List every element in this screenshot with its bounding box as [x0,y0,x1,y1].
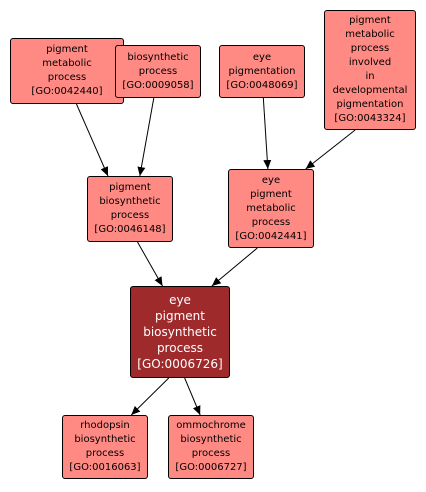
node-label-line: in [365,71,375,82]
node-label-line: [GO:0042440] [31,86,103,97]
node-label-line: pigment [46,44,88,55]
node-label-line: biosynthetic [74,434,136,445]
edge-arrow [184,377,201,416]
node-label-line: [GO:0016063] [69,462,141,473]
node-label-line: metabolic [246,202,296,214]
node-label-line: process [251,216,291,228]
node-label-line: process [47,72,87,83]
edge-arrow [211,247,258,287]
node-label-line: [GO:0009058] [122,79,194,91]
go-term-node[interactable]: ommochrome biosynthetic process [GO:0006727… [168,415,254,479]
node-label-line: [GO:0006727] [175,462,247,473]
node-label-line: rhodopsin [80,420,130,431]
node-label-line: pigment [349,15,391,26]
node-label-line: ommochrome [176,420,246,431]
go-term-node[interactable]: biosynthetic process [GO:0009058] [115,45,201,98]
node-label-line: pigment [155,309,205,323]
node-label-line: metabolic [345,29,395,40]
go-term-node[interactable]: pigment biosynthetic process [GO:0046148] [87,176,173,242]
node-label-line: biosynthetic [99,196,161,207]
node-label-line: eye [252,51,272,63]
edge-arrow [75,103,109,177]
node-label-line: biosynthetic [143,325,217,339]
go-term-node[interactable]: eye pigmentation [GO:0048069] [219,45,305,98]
node-label-line: metabolic [42,58,92,69]
node-label-line: process [85,448,125,459]
go-term-node[interactable]: rhodopsin biosynthetic process [GO:0016063] [62,415,148,479]
edge-arrow [305,129,356,170]
node-label-line: biosynthetic [180,434,242,445]
node-label-line: [GO:0043324] [334,113,406,124]
node-label-line: eye [261,174,281,186]
node-label-line: pigment [250,188,292,200]
node-label-line: biosynthetic [127,51,189,63]
edge-arrow [137,97,155,177]
go-term-node[interactable]: eye pigment metabolic process [GO:0042441] [228,169,314,248]
node-label-line: involved [348,57,392,68]
node-label-line: process [350,43,390,54]
edge-arrow [137,241,163,287]
node-label-line: process [191,448,231,459]
node-label-line: process [110,210,150,221]
node-label-line: developmental [332,85,408,96]
node-label-line: [GO:0048069] [226,79,298,91]
go-term-node[interactable]: pigment metabolic process involved in develop… [324,10,416,130]
node-label-line: pigment [109,182,151,193]
node-label-line: [GO:0006726] [137,357,223,371]
node-label-line: process [138,65,178,77]
edge-arrow [262,97,272,170]
node-label-line: process [156,341,204,355]
node-label-line: pigmentation [336,99,404,110]
node-label-line: [GO:0042441] [235,230,307,242]
node-label-line: [GO:0046148] [94,224,166,235]
edge-arrow [130,377,170,416]
node-label-line: pigmentation [228,65,296,77]
go-term-node[interactable]: pigment metabolic process [GO:0042440] [10,38,124,104]
node-label-line: eye [169,293,191,307]
go-term-node[interactable]: eye pigment biosynthetic process [GO:0006726… [130,286,230,378]
